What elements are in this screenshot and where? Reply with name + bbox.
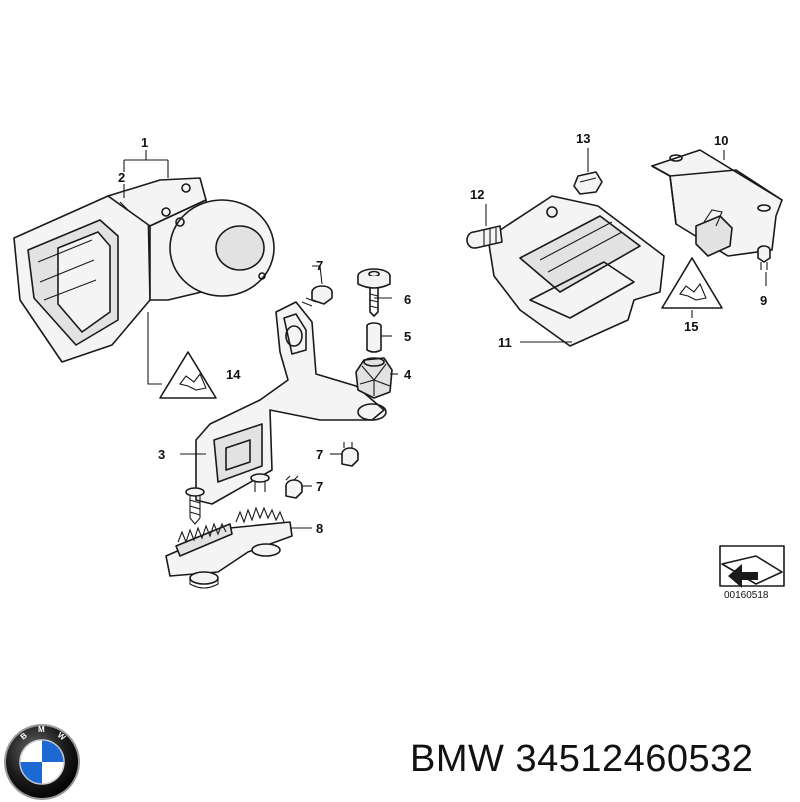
callout-9: 9 — [760, 293, 767, 308]
mounting-bracket-3 — [195, 301, 387, 505]
bolt-9 — [757, 245, 771, 270]
rubber-mount-4 — [355, 357, 393, 399]
screw-6 — [357, 268, 391, 317]
damper-pads-8 — [165, 506, 293, 589]
arrow-icon — [728, 564, 758, 588]
callout-15: 15 — [684, 319, 698, 334]
bmw-logo-icon: B M W — [4, 724, 80, 800]
callout-1: 1 — [141, 135, 148, 150]
bolt-7-low — [285, 475, 303, 499]
bracket-studs — [185, 473, 270, 525]
callout-12: 12 — [470, 187, 484, 202]
callout-8: 8 — [316, 521, 323, 536]
callout-5: 5 — [404, 329, 411, 344]
part-number: 34512460532 — [515, 738, 754, 780]
svg-text:M: M — [38, 725, 45, 734]
callout-numbers: 1 2 14 3 7 6 5 4 7 7 8 12 13 10 9 15 11 — [118, 131, 767, 536]
svg-text:W: W — [56, 730, 68, 742]
bolt-7-top — [301, 285, 333, 307]
callout-7-mid: 7 — [316, 447, 323, 462]
callout-10: 10 — [714, 133, 728, 148]
control-unit-10 — [651, 149, 783, 257]
callout-13: 13 — [576, 131, 590, 146]
warning-label-15 — [661, 257, 723, 309]
footer-part-label: BMW 34512460532 — [410, 738, 753, 781]
bolt-12 — [466, 225, 503, 249]
callout-3: 3 — [158, 447, 165, 462]
callout-4: 4 — [404, 367, 412, 382]
brand-name: BMW — [410, 738, 505, 780]
svg-text:B: B — [19, 731, 29, 742]
diagram-reference-badge: 00160518 — [719, 545, 785, 601]
callout-11: 11 — [498, 335, 512, 350]
callout-6: 6 — [404, 292, 411, 307]
bolt-7-mid — [341, 442, 359, 467]
warning-label-14 — [159, 351, 217, 399]
clip-nut-13 — [573, 171, 603, 195]
leader-lines — [123, 148, 767, 529]
diagram-ref-number: 00160518 — [724, 590, 769, 601]
callout-2: 2 — [118, 170, 125, 185]
abs-hydraulic-unit — [13, 177, 275, 363]
callout-7-low: 7 — [316, 479, 323, 494]
spacer-5 — [366, 322, 382, 353]
callout-14: 14 — [226, 367, 241, 382]
bracket-11 — [487, 195, 665, 347]
callout-7-top: 7 — [316, 258, 323, 273]
